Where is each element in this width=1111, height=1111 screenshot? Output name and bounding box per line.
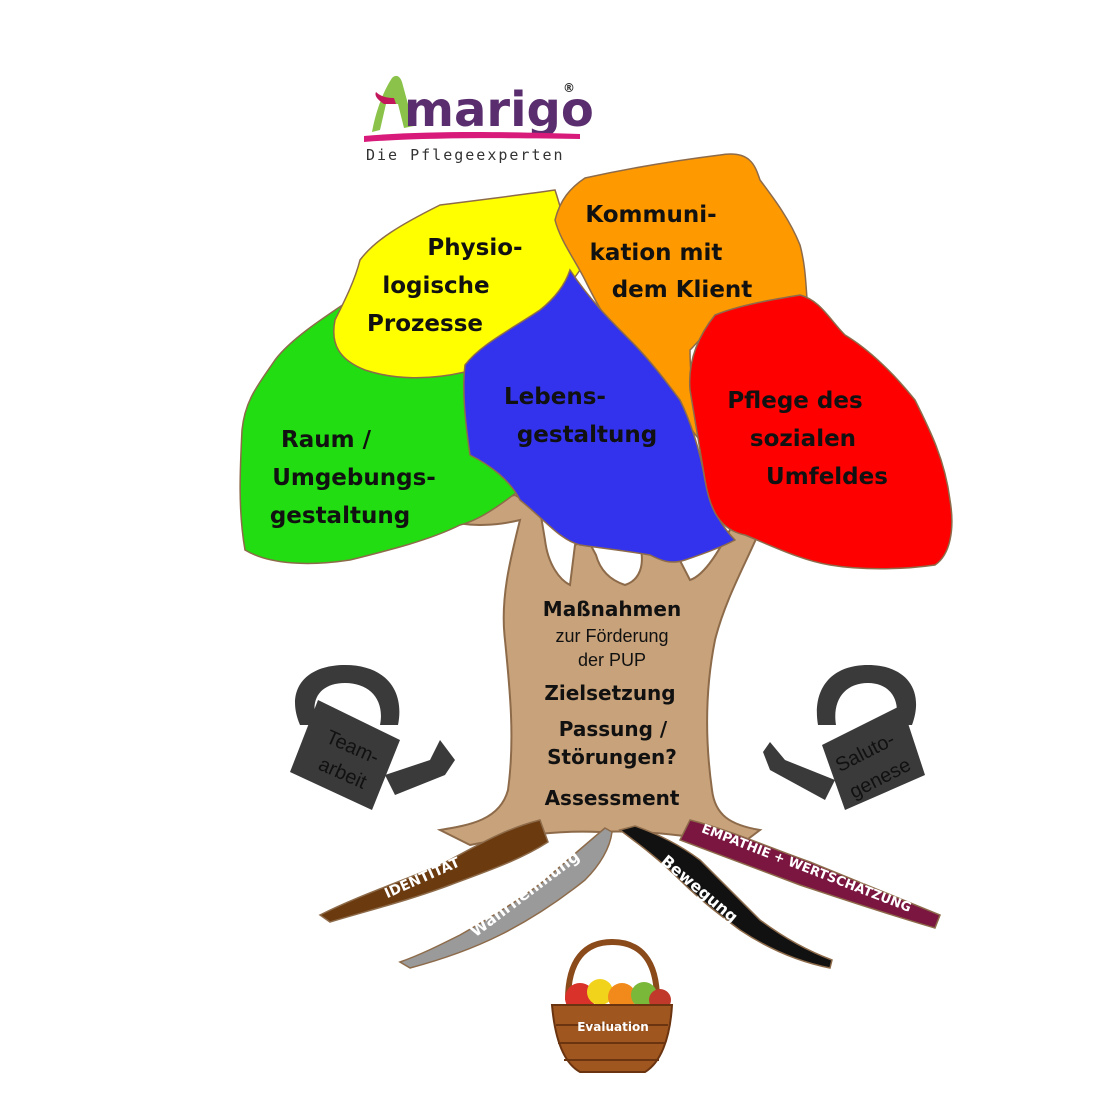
trunk-zielsetzung: Zielsetzung — [544, 681, 675, 705]
watering-can-left-body-icon — [290, 700, 400, 810]
label-pflege-line-3: Umfeldes — [766, 464, 888, 490]
label-kommunikation-line-3: dem Klient — [612, 277, 753, 303]
root-wahrnehmung — [398, 827, 613, 969]
label-physio-line-3: Prozesse — [367, 311, 483, 337]
label-physio-line-1: Physio- — [427, 235, 522, 261]
label-kommunikation-line-1: Kommuni- — [585, 202, 716, 228]
logo-a-accent — [375, 92, 396, 104]
trunk-massnahmen: Maßnahmen — [543, 597, 681, 621]
basket-body-icon — [550, 1004, 674, 1073]
label-raum: Raum / Umgebungs- gestaltung — [270, 427, 436, 529]
trunk-passung: Passung / — [559, 717, 668, 741]
crown-blue — [463, 268, 737, 563]
logo-wordmark: marigo — [404, 82, 594, 138]
label-raum-line-1: Raum / — [281, 427, 372, 453]
watering-can-left-spout-icon — [385, 740, 455, 795]
label-raum-line-2: Umgebungs- — [272, 465, 436, 491]
trunk-pup: der PUP — [578, 650, 646, 670]
basket-handle-icon — [565, 938, 660, 1001]
label-lebens-line-1: Lebens- — [504, 384, 606, 410]
label-physio: Physio- logische Prozesse — [367, 235, 523, 337]
label-kommunikation-line-2: kation mit — [590, 240, 723, 266]
label-kommunikation: Kommuni- kation mit dem Klient — [585, 202, 752, 303]
crown-red — [688, 294, 953, 570]
trunk-stoerungen: Störungen? — [547, 745, 677, 769]
watering-can-right-handle-icon — [816, 665, 917, 725]
tree-trunk — [436, 493, 763, 847]
label-pflege-line-2: sozialen — [750, 426, 856, 452]
logo: marigo ® Die Pflegeexperten — [364, 75, 594, 164]
root-bewegung — [618, 825, 833, 969]
logo-underline — [364, 132, 580, 142]
basket-label: Evaluation — [577, 1020, 649, 1034]
basket-weave — [556, 1024, 668, 1061]
trunk-labels: Maßnahmen zur Förderung der PUP Zielsetz… — [543, 597, 681, 810]
watering-can-left: Team- arbeit — [290, 665, 455, 810]
trunk-foerderung: zur Förderung — [555, 626, 668, 646]
label-pflege-line-1: Pflege des — [727, 388, 862, 414]
label-lebens-line-2: gestaltung — [517, 422, 657, 448]
label-pflege: Pflege des sozialen Umfeldes — [727, 388, 888, 490]
label-raum-line-3: gestaltung — [270, 503, 410, 529]
watering-can-left-handle-icon — [295, 665, 400, 725]
logo-tagline: Die Pflegeexperten — [366, 146, 565, 164]
root-empathie — [678, 819, 941, 929]
crown-orange — [554, 153, 811, 443]
watering-can-right: Saluto- genese — [763, 665, 925, 810]
label-physio-line-2: logische — [382, 273, 489, 299]
root-identitaet — [318, 819, 549, 923]
watering-can-right-body-icon — [822, 705, 925, 810]
basket: Evaluation — [550, 938, 674, 1073]
trunk-assessment: Assessment — [545, 786, 680, 810]
fruit-lemon-icon — [587, 979, 613, 1005]
logo-registered: ® — [563, 81, 575, 95]
label-lebens: Lebens- gestaltung — [504, 384, 657, 448]
watering-can-right-spout-icon — [763, 742, 835, 800]
